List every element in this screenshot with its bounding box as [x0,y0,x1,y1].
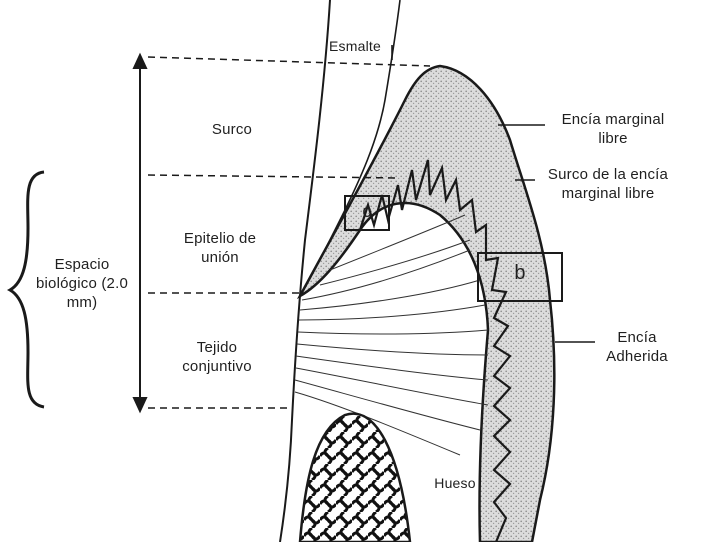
label-esmalte: Esmalte [315,37,395,56]
label-epitelio: Epitelio de unión [168,229,272,267]
label-tejido: Tejido conjuntivo [165,338,269,376]
label-hueso: Hueso [425,474,485,493]
label-surco: Surco [192,120,272,139]
label-encia-adherida: Encía Adherida [592,328,682,366]
label-box-b: b [505,264,535,283]
measurement-arrow [134,55,146,411]
alveolar-bone [300,414,410,542]
label-surco-encia: Surco de la encía marginal libre [528,165,688,203]
label-encia-marginal: Encía marginal libre [548,110,678,148]
label-espacio: Espacio biológico (2.0 mm) [34,255,130,312]
label-box-c: c [355,202,379,221]
